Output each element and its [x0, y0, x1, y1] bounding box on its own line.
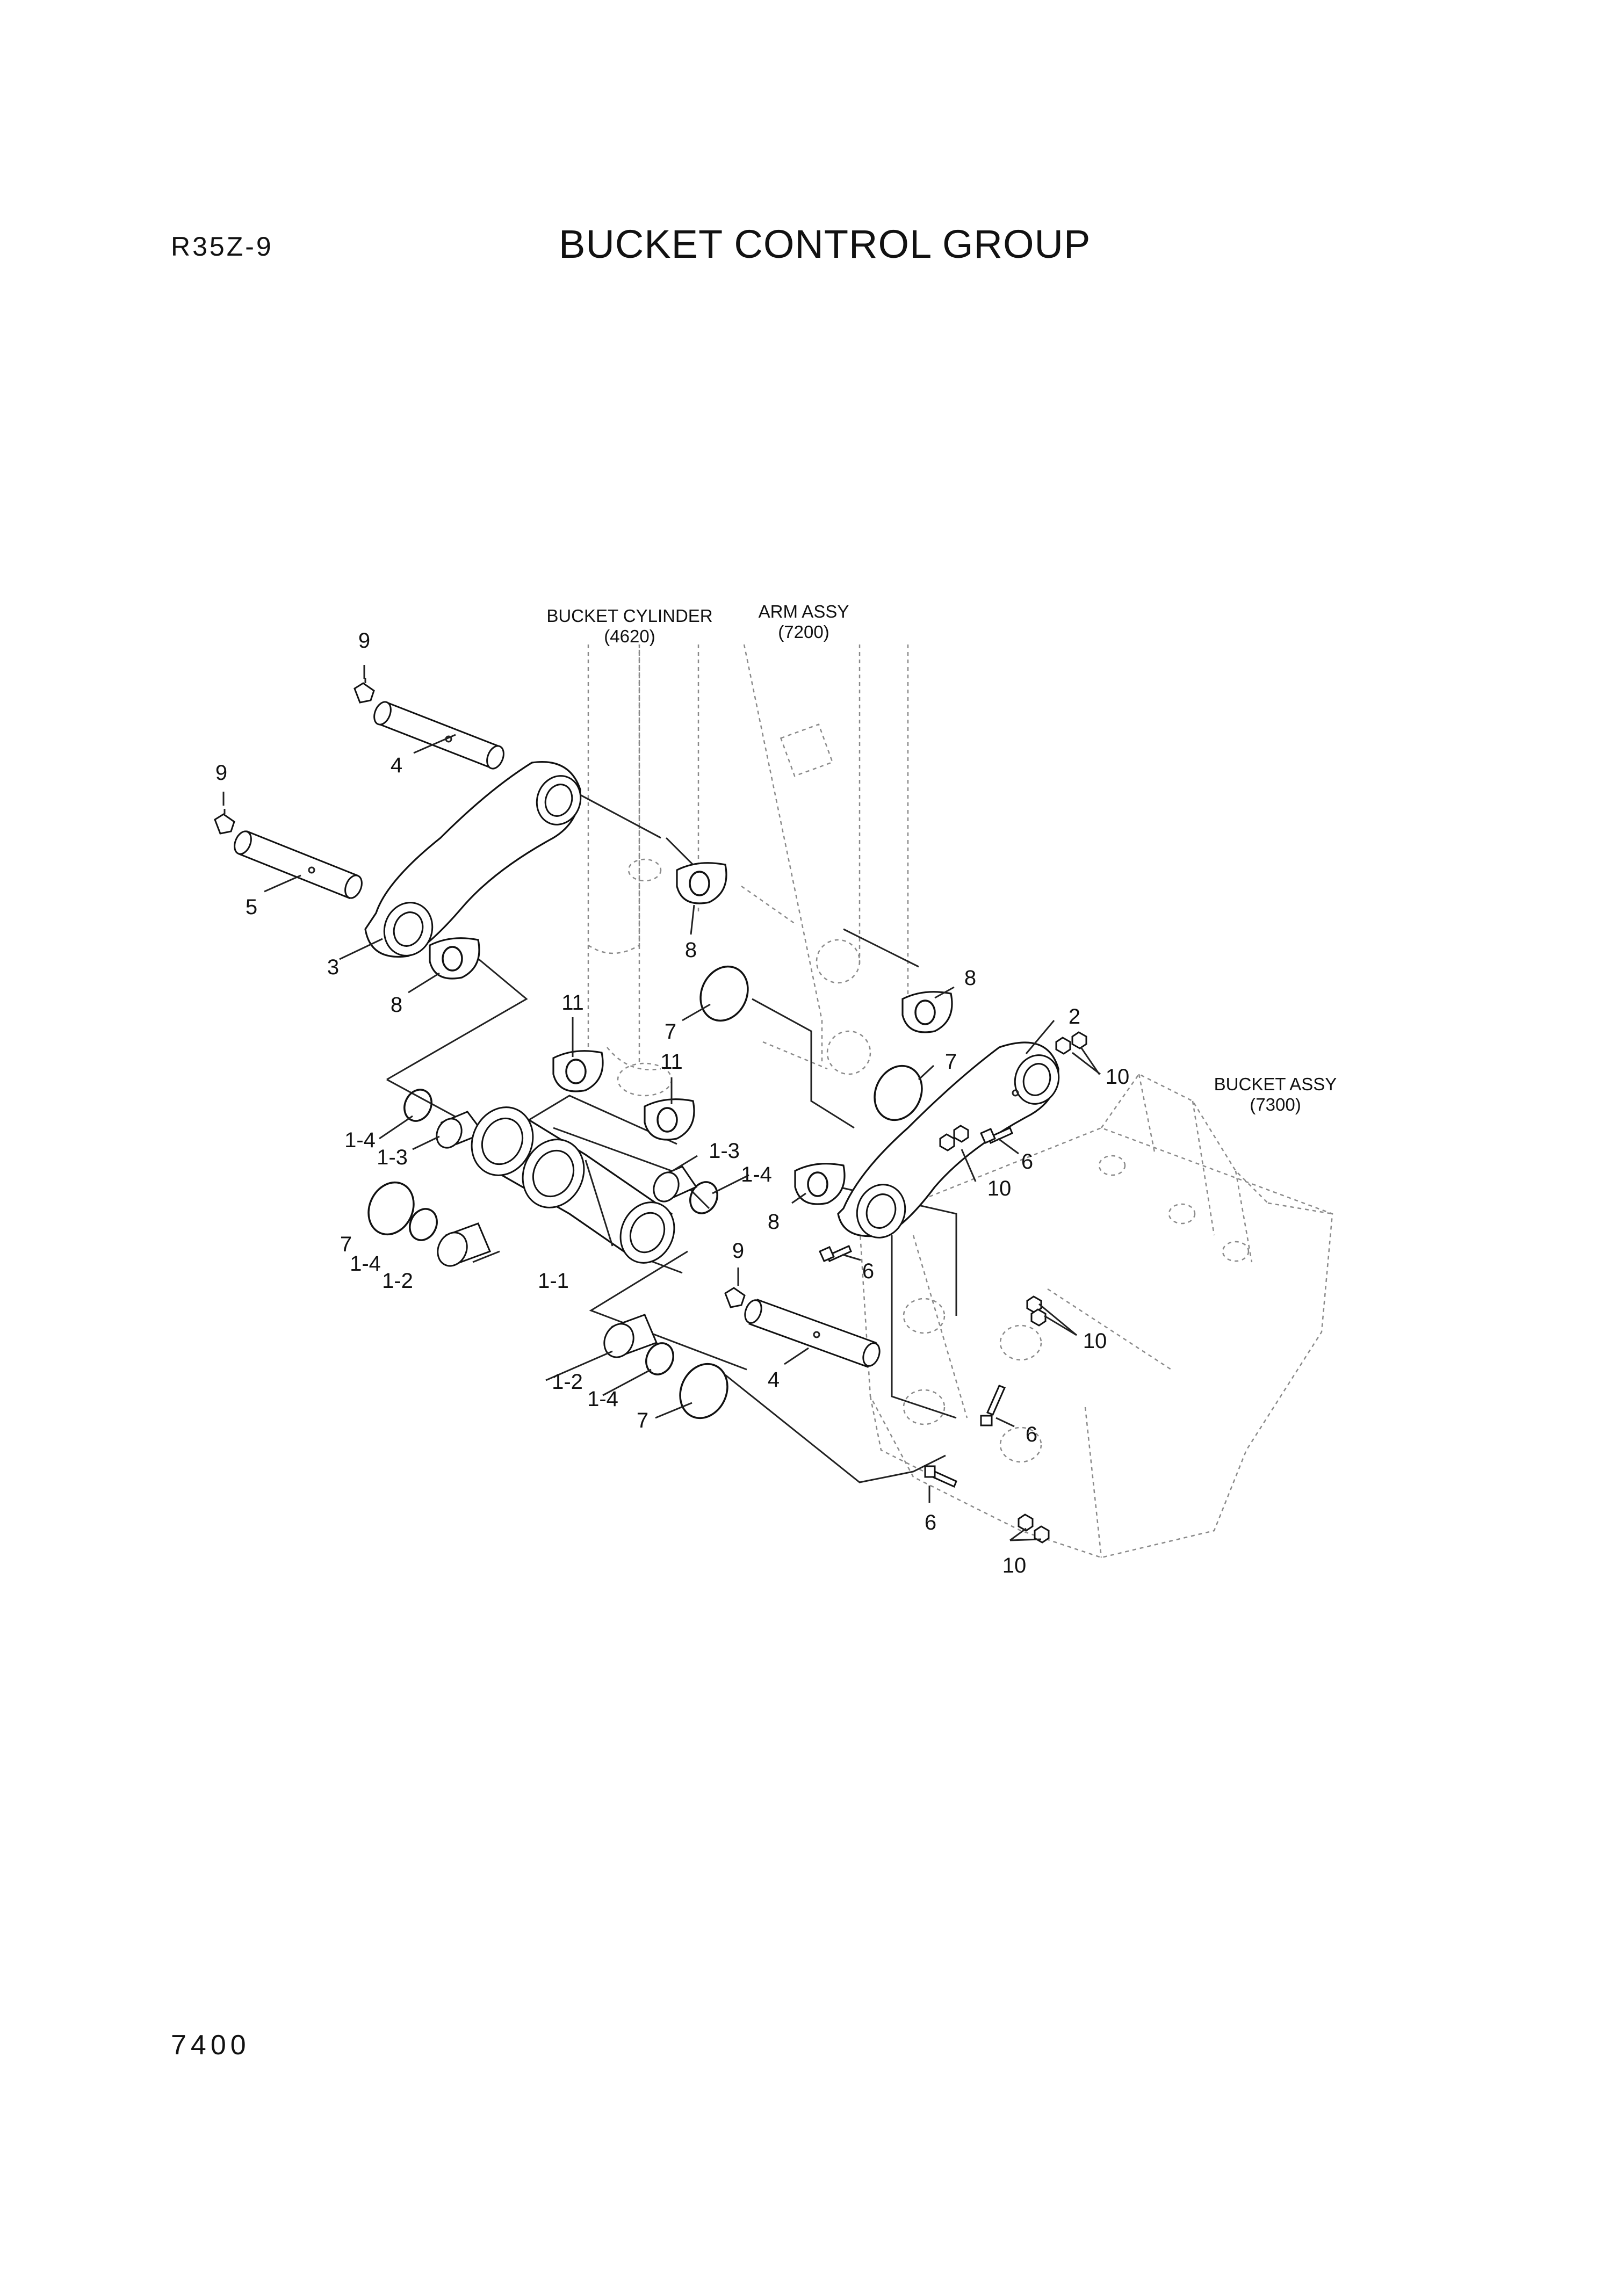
shim-8-right-b: [794, 1163, 846, 1205]
ref-bucket-cylinder-code: (4620): [604, 626, 655, 646]
callout-label: 1-3: [377, 1146, 408, 1169]
o-ring-7-c: [367, 1181, 415, 1236]
bolt-6-a: [980, 1126, 1013, 1145]
callout-label: 1-2: [382, 1269, 413, 1293]
callout-label: 9: [215, 761, 227, 785]
callout-label: 5: [246, 895, 257, 919]
callout-label: 7: [637, 1409, 648, 1432]
link-1-1: [471, 1106, 675, 1264]
callout-label: 4: [391, 754, 402, 777]
callout-leaders: [222, 665, 1101, 1541]
seal-1-4-b: [409, 1208, 438, 1241]
bolt-6-c: [980, 1385, 1006, 1426]
callout-label: 8: [685, 938, 697, 962]
ref-arm-assy-name: ARM ASSY: [759, 602, 849, 621]
callout-label: 1-4: [741, 1163, 772, 1186]
callout-label: 11: [561, 991, 584, 1015]
shim-8-upper-a: [429, 937, 480, 980]
callout-label: 10: [1106, 1065, 1130, 1089]
callout-label: 7: [665, 1020, 676, 1044]
shim-8-upper-b: [676, 862, 727, 904]
callout-label: 3: [327, 955, 339, 979]
callout-label: 9: [358, 629, 370, 653]
callout-label: 10: [1083, 1329, 1107, 1353]
callout-label: 7: [340, 1233, 352, 1256]
ref-bucket-cylinder: BUCKET CYLINDER (4620): [546, 606, 712, 646]
callout-label: 1-3: [709, 1139, 740, 1163]
nut-10-b: [939, 1125, 969, 1151]
callout-label: 2: [1069, 1005, 1080, 1029]
bushing-1-2-b: [603, 1314, 658, 1358]
callout-label: 6: [1026, 1423, 1037, 1446]
callout-label: 9: [732, 1239, 744, 1263]
o-ring-7-a: [699, 965, 749, 1022]
callout-label: 1-2: [552, 1370, 583, 1394]
bolt-6-d: [924, 1465, 957, 1488]
grease-fitting-9b: [214, 809, 235, 835]
grease-fitting-9c: [724, 1287, 746, 1308]
shim-11-a: [552, 1050, 604, 1092]
callout-label: 8: [964, 966, 976, 990]
model-number: R35Z-9: [171, 231, 273, 262]
callout-label: 8: [768, 1210, 780, 1234]
ref-bucket-assy-name: BUCKET ASSY: [1214, 1074, 1337, 1094]
callout-label: 6: [925, 1511, 936, 1534]
shim-8-right-a: [901, 991, 953, 1033]
bucket-cylinder-ghost: [587, 644, 673, 1097]
ref-arm-assy: ARM ASSY (7200): [759, 602, 849, 642]
pin-5: [234, 830, 363, 899]
grease-fitting-9a: [354, 678, 375, 704]
callout-label: 4: [768, 1368, 780, 1392]
callout-label: 1-4: [587, 1387, 618, 1411]
seal-1-4-c: [689, 1181, 718, 1214]
arm-assy-ghost: [697, 644, 909, 1075]
callout-label: 6: [862, 1259, 874, 1283]
callout-label: 6: [1021, 1150, 1033, 1174]
o-ring-7-b: [874, 1064, 923, 1121]
bushing-1-2-a: [437, 1222, 491, 1267]
link-3: [364, 761, 582, 958]
callout-label: 8: [391, 993, 402, 1017]
nut-10-a: [1055, 1031, 1087, 1055]
nut-10-c: [1026, 1295, 1047, 1327]
seal-1-4-a: [403, 1089, 432, 1122]
nut-10-d: [1018, 1513, 1050, 1544]
page-title: BUCKET CONTROL GROUP: [559, 222, 1091, 266]
shim-11-b: [644, 1098, 695, 1141]
page-number: 7400: [171, 2030, 250, 2061]
ref-bucket-assy: BUCKET ASSY (7300): [1214, 1074, 1337, 1114]
bolt-6-b: [819, 1244, 852, 1263]
callout-label: 10: [987, 1177, 1012, 1200]
pin-4-upper: [373, 701, 504, 770]
o-ring-7-d: [679, 1363, 728, 1419]
callout-label: 1-4: [344, 1128, 376, 1152]
callout-labels: 9 4 9 5 3 8 8 11 7 11 1-4 1-3 7 1-4 1-2 …: [215, 629, 1129, 1577]
ref-bucket-assy-code: (7300): [1250, 1095, 1301, 1114]
callout-label: 7: [945, 1050, 957, 1074]
ref-bucket-cylinder-name: BUCKET CYLINDER: [546, 606, 712, 626]
bucket-assy-ghost: [858, 1073, 1333, 1559]
callout-label: 10: [1002, 1554, 1027, 1577]
seal-1-4-d: [645, 1342, 674, 1375]
bushing-1-3-b: [653, 1165, 698, 1203]
callout-label: 1-4: [350, 1252, 381, 1276]
pin-4-lower: [744, 1299, 881, 1368]
ref-arm-assy-code: (7200): [778, 622, 829, 642]
callout-label: 11: [660, 1050, 683, 1074]
callout-label: 1-1: [538, 1269, 569, 1293]
